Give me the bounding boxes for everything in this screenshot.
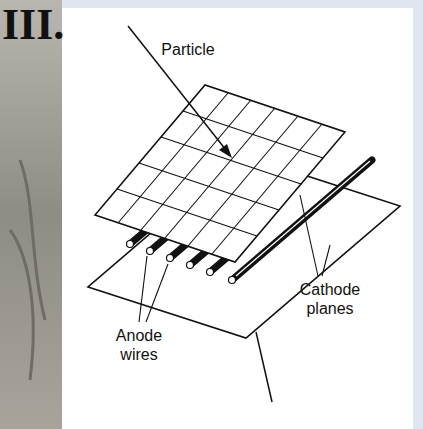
part-label: Anode wires: [108, 326, 170, 364]
cathode-plane: [95, 85, 345, 262]
part-label: Cathode planes: [290, 280, 370, 318]
cathode-grid: [117, 93, 323, 254]
photo-strip: [0, 0, 62, 429]
part-label: Particle: [148, 40, 228, 59]
photo-detail: [10, 160, 45, 380]
particle-track: [256, 332, 272, 402]
leader-lines: [139, 195, 330, 322]
particle-arrowhead: [219, 144, 232, 158]
section-heading: III.: [2, 2, 64, 48]
white-panel: [62, 8, 413, 429]
